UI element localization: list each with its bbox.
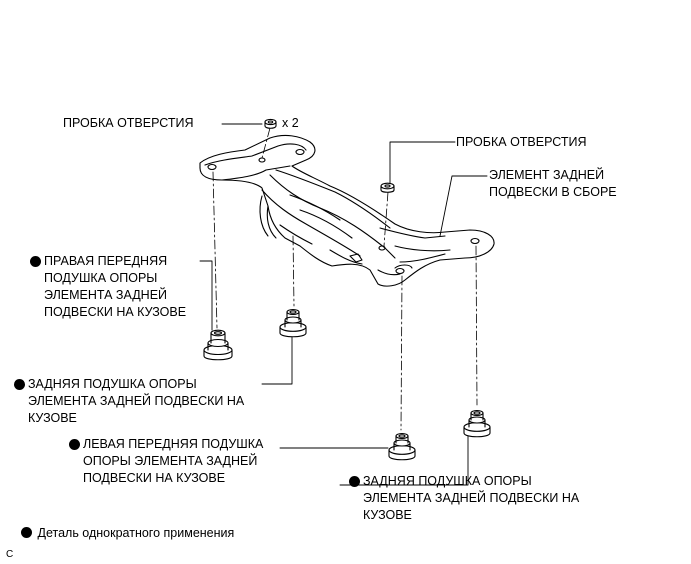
label-right-front-cushion: ПРАВАЯ ПЕРЕДНЯЯ ПОДУШКА ОПОРЫ ЭЛЕМЕНТА З… bbox=[30, 253, 186, 321]
hole-plug-top-drawing bbox=[264, 118, 277, 129]
filled-circle-icon bbox=[21, 527, 32, 538]
legend: Деталь однократного применения bbox=[21, 525, 234, 542]
label-rear-cushion-right: ЗАДНЯЯ ПОДУШКА ОПОРЫ ЭЛЕМЕНТА ЗАДНЕЙ ПОД… bbox=[349, 473, 579, 524]
label-quantity: x 2 bbox=[282, 116, 299, 130]
rear-suspension-member-drawing bbox=[199, 134, 495, 287]
corner-mark: C bbox=[6, 549, 14, 560]
alignment-lines bbox=[212, 127, 478, 431]
hole-plug-right-drawing bbox=[380, 182, 395, 193]
label-hole-plug-right: ПРОБКА ОТВЕРСТИЯ bbox=[456, 135, 587, 149]
one-time-use-marker-icon bbox=[30, 256, 41, 267]
cushion-rear-right-drawing bbox=[463, 409, 491, 438]
label-hole-plug-top: ПРОБКА ОТВЕРСТИЯ bbox=[63, 116, 194, 130]
label-left-front-cushion: ЛЕВАЯ ПЕРЕДНЯЯ ПОДУШКА ОПОРЫ ЭЛЕМЕНТА ЗА… bbox=[69, 436, 263, 487]
label-rear-cushion-left: ЗАДНЯЯ ПОДУШКА ОПОРЫ ЭЛЕМЕНТА ЗАДНЕЙ ПОД… bbox=[14, 376, 244, 427]
cushion-rear-left-drawing bbox=[279, 308, 307, 338]
one-time-use-marker-icon bbox=[349, 476, 360, 487]
one-time-use-marker-icon bbox=[14, 379, 25, 390]
cushion-right-front-drawing bbox=[203, 329, 233, 361]
leader-lines bbox=[199, 123, 488, 486]
cushion-left-front-drawing bbox=[388, 432, 416, 461]
one-time-use-marker-icon bbox=[69, 439, 80, 450]
label-suspension-member: ЭЛЕМЕНТ ЗАДНЕЙ ПОДВЕСКИ В СБОРЕ bbox=[489, 168, 617, 199]
